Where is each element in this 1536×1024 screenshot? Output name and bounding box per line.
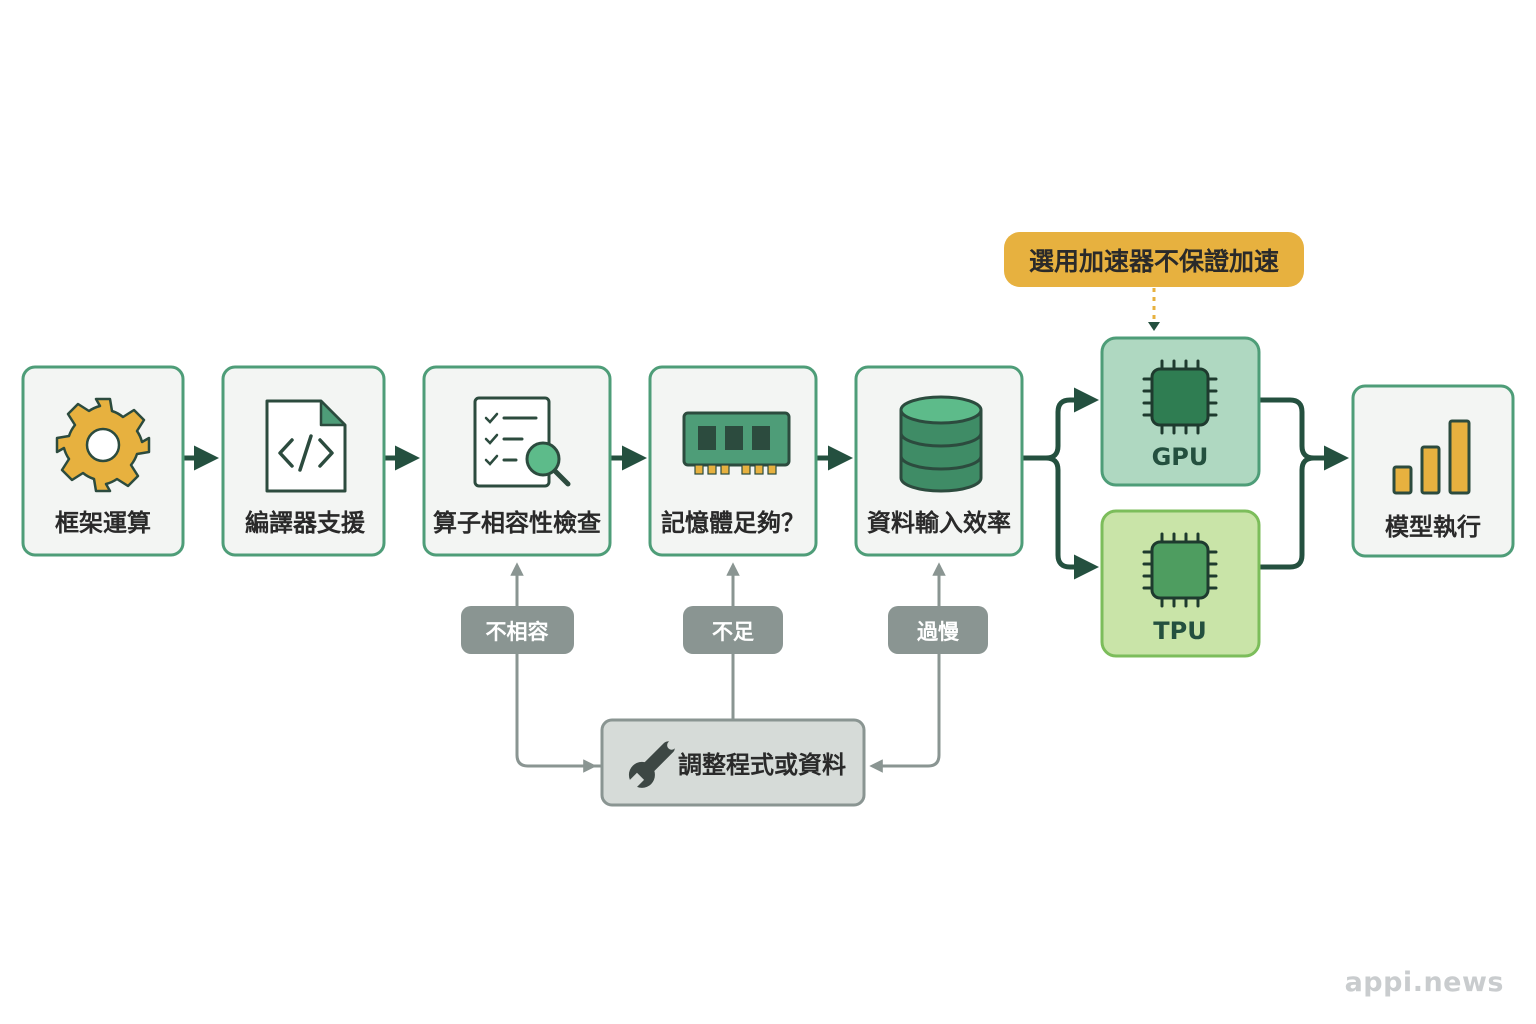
node-gpu: GPU: [1100, 336, 1261, 487]
memory-module-icon: [682, 411, 791, 475]
node-label: 編譯器支援: [245, 509, 366, 537]
watermark: appi.news: [1344, 967, 1504, 998]
main-flow-arrows: [184, 387, 1349, 580]
arrow-gpu-execute: [1260, 397, 1349, 471]
node-memory: 記憶體足夠？: [648, 365, 818, 557]
chip-icon: [1142, 532, 1218, 608]
loop-arrow-data-return: [869, 565, 941, 773]
node-label: 記憶體足夠？: [661, 509, 805, 537]
node-compiler: 編譯器支援: [221, 365, 386, 557]
note-label: 選用加速器不保證加速: [1029, 247, 1279, 276]
node-label: 資料輸入效率: [867, 509, 1011, 537]
node-data: 資料輸入效率: [854, 365, 1024, 557]
node-label: TPU: [1153, 617, 1206, 645]
bar-chart-icon: [1392, 419, 1471, 495]
note-pill: [1004, 232, 1304, 287]
node-tpu: TPU: [1100, 509, 1261, 658]
condition-pill-insufficient: [683, 606, 783, 654]
accelerator-note: 選用加速器不保證加速: [1004, 232, 1304, 331]
node-label: 模型執行: [1385, 513, 1481, 541]
condition-pill-incompatible: [461, 606, 574, 654]
loop-arrow-operator: [510, 562, 601, 768]
condition-label: 不相容: [486, 620, 549, 644]
arrow-tpu-merge: [1260, 455, 1315, 570]
condition-label: 過慢: [917, 620, 960, 644]
wrench-icon: [628, 740, 677, 789]
arrow-data-gpu: [1023, 387, 1099, 461]
feedback-loop: 不相容 不足 過慢 調整程式或資料: [461, 562, 988, 807]
adjust-label: 調整程式或資料: [678, 751, 846, 779]
gear-icon: [55, 397, 151, 493]
chip-icon: [1142, 359, 1218, 435]
note-connector-head: [1148, 322, 1160, 331]
database-icon: [899, 395, 983, 493]
code-file-icon: [265, 399, 347, 493]
adjust-box: 調整程式或資料: [600, 718, 866, 807]
checklist-search-icon: [473, 396, 571, 488]
node-label: 框架運算: [55, 509, 151, 537]
node-operator: 算子相容性檢查: [422, 365, 612, 557]
condition-pill-slow: [888, 606, 988, 654]
node-label: 算子相容性檢查: [433, 509, 601, 537]
node-framework: 框架運算: [21, 365, 185, 557]
condition-label: 不足: [712, 620, 754, 644]
arrow-data-tpu: [1045, 455, 1099, 580]
node-label: GPU: [1152, 443, 1209, 471]
node-execute: 模型執行: [1351, 384, 1515, 558]
